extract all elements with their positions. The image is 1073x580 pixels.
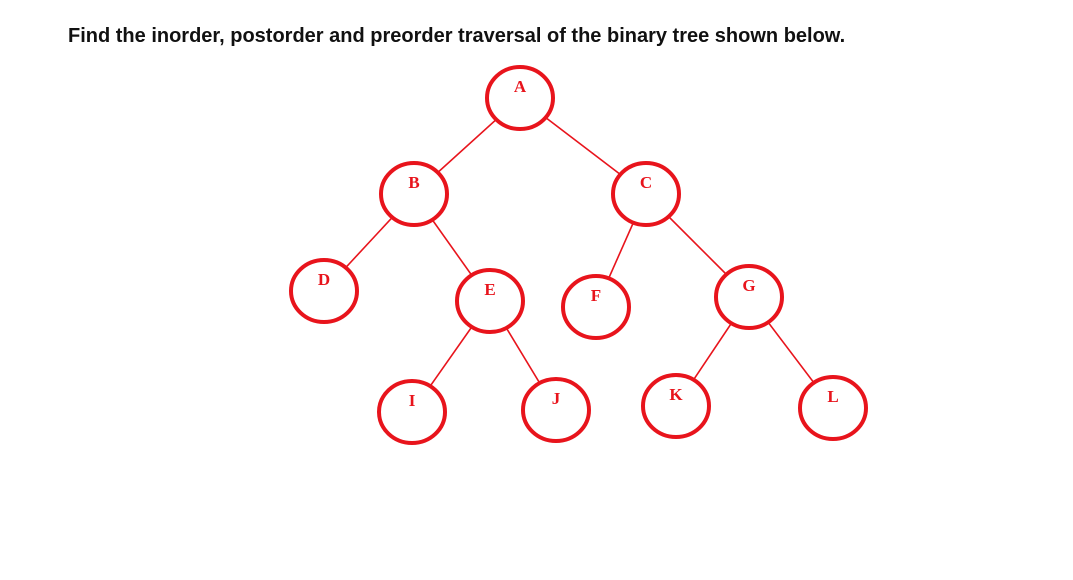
tree-node-i: I: [377, 379, 447, 445]
node-label: B: [408, 173, 419, 192]
node-label: C: [640, 173, 652, 192]
tree-node-c: C: [611, 161, 681, 227]
tree-node-d: D: [289, 258, 359, 324]
node-label: K: [669, 385, 683, 404]
node-label: D: [318, 270, 330, 289]
tree-nodes: A B C D E F G I J K L: [289, 65, 868, 445]
node-label: G: [742, 276, 755, 295]
tree-node-k: K: [641, 373, 711, 439]
tree-node-a: A: [485, 65, 555, 131]
node-label: E: [484, 280, 495, 299]
node-label: L: [827, 387, 838, 406]
tree-node-e: E: [455, 268, 525, 334]
node-circle: [485, 65, 555, 131]
node-circle: [561, 274, 631, 340]
node-circle: [379, 161, 449, 227]
question-text: Find the inorder, postorder and preorder…: [68, 25, 846, 47]
node-circle: [521, 377, 591, 443]
node-label: I: [409, 391, 416, 410]
node-label: A: [514, 77, 527, 96]
tree-node-f: F: [561, 274, 631, 340]
node-circle: [714, 264, 784, 330]
tree-node-l: L: [798, 375, 868, 441]
tree-node-g: G: [714, 264, 784, 330]
node-circle: [455, 268, 525, 334]
node-circle: [289, 258, 359, 324]
tree-edges: [323, 97, 834, 413]
node-circle: [641, 373, 711, 439]
node-label: F: [591, 286, 601, 305]
node-circle: [798, 375, 868, 441]
node-circle: [611, 161, 681, 227]
tree-node-b: B: [379, 161, 449, 227]
tree-node-j: J: [521, 377, 591, 443]
node-circle: [377, 379, 447, 445]
node-label: J: [552, 389, 561, 408]
